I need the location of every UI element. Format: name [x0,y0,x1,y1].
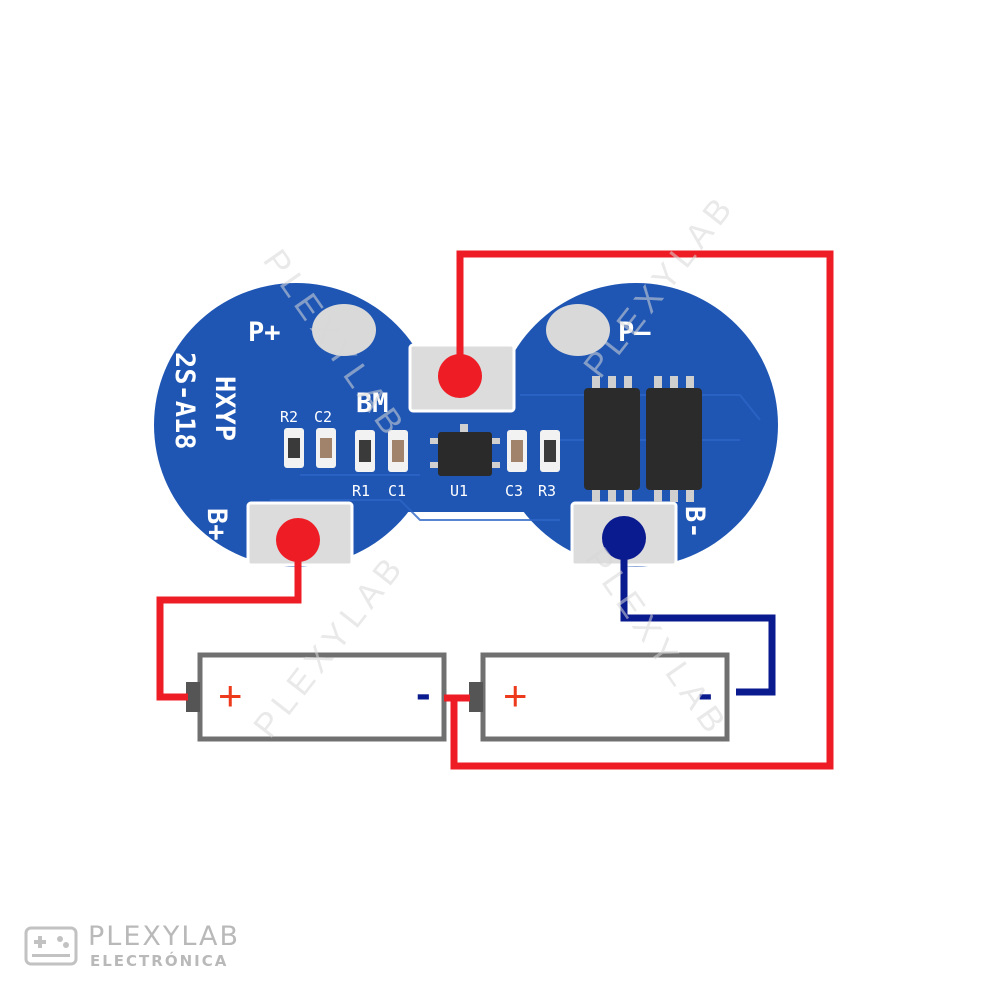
battery-1-terminal [186,682,200,712]
label-model-line2: 2S-A18 [169,352,200,450]
board-waist-bottom [396,524,536,660]
gamepad-icon [24,926,78,966]
chip-u1 [438,432,492,476]
wires [156,250,834,770]
board-waist-top [396,194,536,330]
mosfet-1 [584,376,640,502]
label-bm: BM [356,388,389,419]
mosfet-2 [646,376,702,502]
brand-logo: PLEXYLAB ELECTRÓNICA [24,922,264,972]
label-p-plus: P+ [248,317,281,348]
wire-b-plus [156,542,302,701]
label-r3: R3 [538,482,556,500]
battery-2-plus: + [503,672,528,719]
label-model-line1: HXYP [209,376,240,441]
battery-2-terminal [469,682,483,712]
label-c1: C1 [388,482,406,500]
battery-2-minus: - [698,669,713,718]
pad-p-minus [546,304,610,356]
brand-subtitle: ELECTRÓNICA [90,952,229,970]
label-u1: U1 [450,482,468,500]
dot-bm [438,354,482,398]
battery-1: + - [186,652,447,742]
wire-b-minus [620,540,776,696]
label-c2: C2 [314,408,332,426]
battery-1-minus: - [416,669,431,718]
dot-b-minus [602,516,646,560]
label-b-minus: B- [679,506,710,539]
battery-2: + - [469,652,730,742]
brand-name: PLEXYLAB [88,921,241,952]
wire-bm [450,250,834,770]
label-c3: C3 [505,482,523,500]
smd-components [284,424,560,476]
battery-1-plus: + [218,672,243,719]
label-b-plus: B+ [201,508,232,541]
label-p-minus: P– [618,317,651,348]
dot-b-plus [276,518,320,562]
board-left-lobe [154,283,438,567]
pad-p-plus [312,304,376,356]
label-r1: R1 [352,482,370,500]
label-r2: R2 [280,408,298,426]
